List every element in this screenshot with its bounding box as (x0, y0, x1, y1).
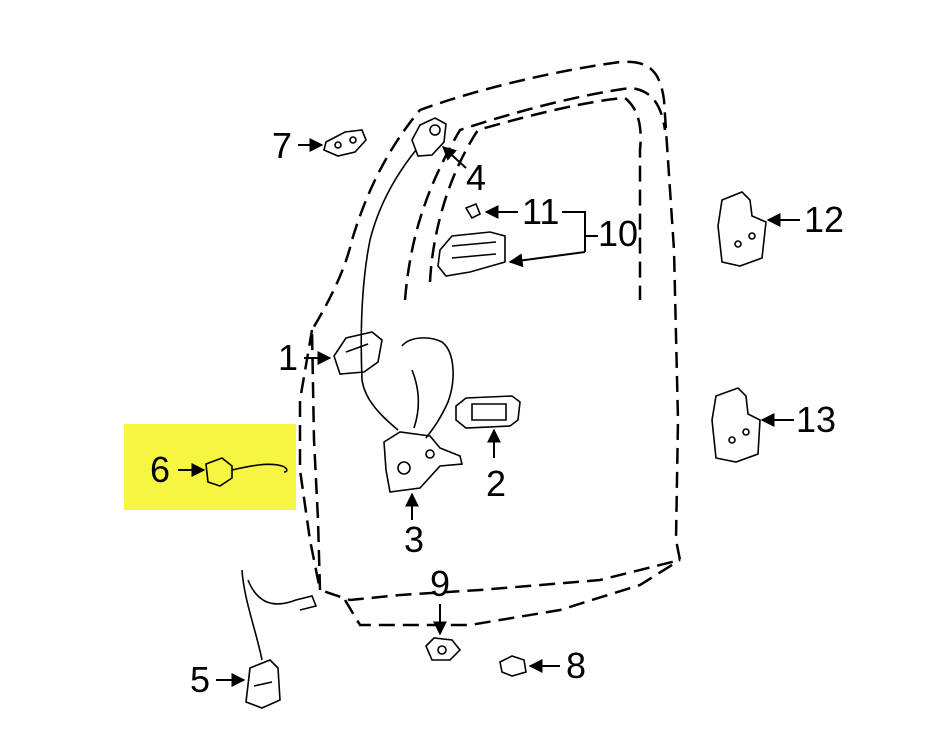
callout-3: 3 (404, 519, 425, 560)
callout-7: 7 (272, 125, 293, 166)
part-4-lock (360, 117, 447, 431)
callout-2: 2 (486, 463, 507, 504)
callout-4: 4 (466, 157, 487, 198)
part-9-part (425, 637, 462, 661)
part-11-clip (464, 202, 482, 220)
callout-1: 1 (278, 337, 299, 378)
part-1-inside-handle (333, 331, 383, 375)
part-2-handle (455, 395, 521, 429)
part-10-outside-handle (437, 231, 506, 277)
bracket-10-11 (508, 211, 598, 268)
part-8-part (499, 655, 527, 677)
part-12-hinge (717, 191, 767, 267)
callout-5: 5 (190, 659, 211, 700)
callout-8: 8 (566, 645, 587, 686)
callout-11: 11 (522, 191, 560, 232)
part-13-hinge (711, 387, 761, 463)
part-6-switch (205, 457, 288, 487)
callout-6: 6 (150, 449, 171, 490)
door-outline (298, 60, 682, 627)
part-5-actuator (241, 569, 318, 709)
callout-12: 12 (804, 199, 845, 240)
arrow-4 (441, 146, 467, 169)
callout-13: 13 (796, 399, 837, 440)
callout-9: 9 (430, 563, 451, 604)
part-3-latch (383, 337, 464, 493)
part-7-bracket (323, 129, 367, 157)
callout-10: 10 (598, 213, 639, 254)
part-6-highlight (124, 424, 296, 510)
